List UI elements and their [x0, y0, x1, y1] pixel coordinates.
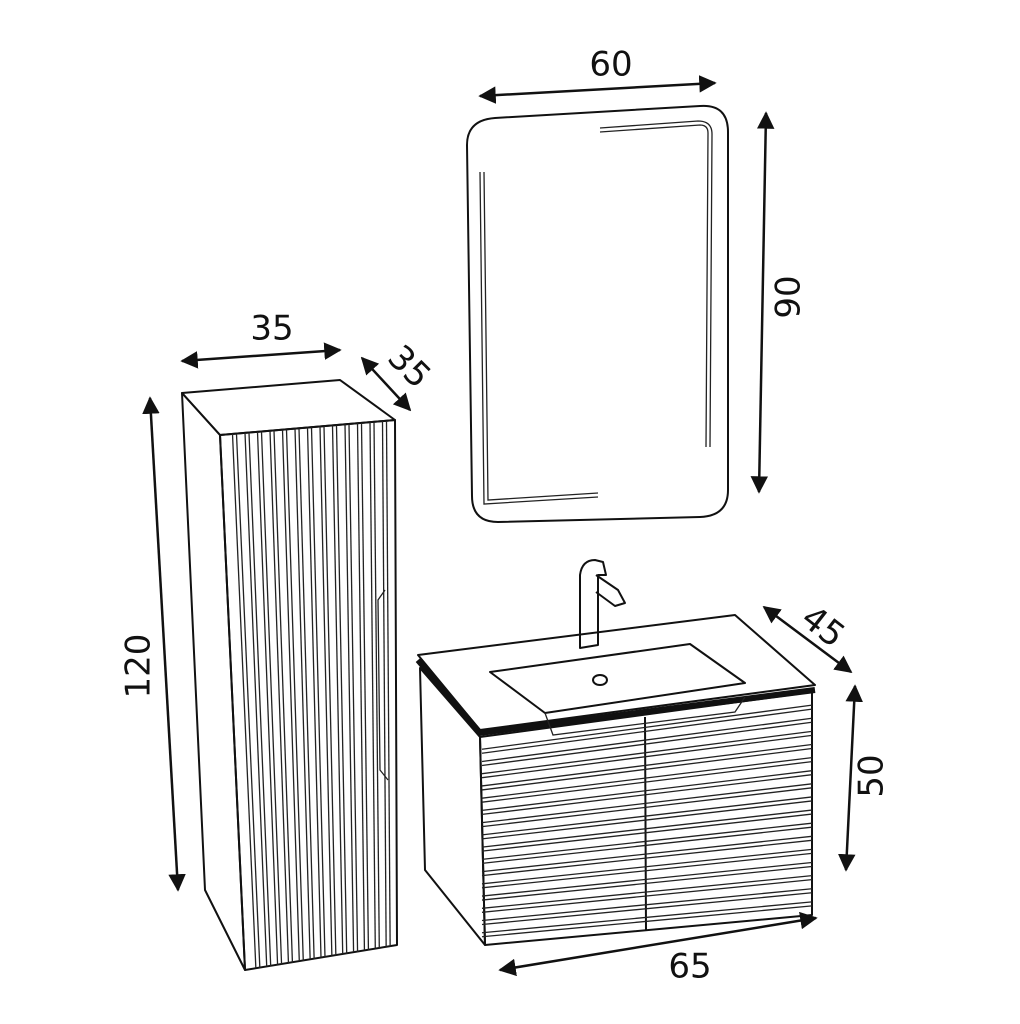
slat-line [481, 747, 813, 791]
vanity-depth-label: 45 [794, 598, 853, 656]
slat-line [481, 905, 813, 938]
groove-line [335, 425, 348, 954]
groove-line [373, 422, 380, 949]
slat-line [481, 796, 813, 836]
vanity-height-label: 50 [852, 754, 892, 797]
slat-line [481, 734, 813, 779]
groove-line [285, 429, 304, 962]
slat-line [481, 848, 813, 885]
groove-line [256, 431, 279, 965]
slat-line [481, 774, 813, 816]
slat-line [481, 826, 813, 864]
vanity-depth-arrow [762, 605, 853, 674]
groove-line [381, 421, 387, 947]
cabinet-side [181, 392, 246, 971]
slat-line [481, 787, 813, 828]
faucet-body [579, 559, 607, 649]
slat-line [481, 865, 813, 901]
slat-line [481, 861, 813, 897]
groove-line [281, 429, 300, 962]
slat-line [481, 743, 813, 787]
dimension-lines [142, 75, 863, 977]
mirror-height-label: 90 [769, 275, 809, 318]
slat-line [481, 760, 813, 803]
groove-line [369, 422, 376, 949]
led-strip-outline [479, 120, 713, 505]
led-mirror [466, 104, 729, 523]
slat-line [481, 704, 813, 750]
groove-line [344, 424, 355, 953]
groove-line [310, 427, 326, 958]
mirror-width-label: 60 [589, 45, 632, 85]
groove-line [298, 428, 315, 960]
groove-line [348, 424, 359, 953]
slat-line [481, 756, 813, 799]
door-slats [481, 704, 813, 938]
slat-line [481, 783, 813, 824]
slat-line [481, 770, 813, 812]
cabinet-handle [377, 589, 389, 781]
faucet-lever [595, 574, 626, 607]
basin-underside [544, 696, 746, 736]
drain [592, 674, 608, 686]
groove-line [235, 433, 261, 969]
mirror-width-arrow [478, 75, 717, 104]
groove-line [248, 432, 272, 967]
cabinet-width-arrow [180, 342, 342, 369]
led-strip-top-right [599, 124, 709, 448]
groove-line [323, 426, 337, 956]
slat-line [481, 839, 813, 877]
cabinet-width-label: 35 [250, 309, 293, 349]
groove-line [331, 425, 344, 954]
countertop-edge [415, 658, 816, 737]
slat-line [481, 717, 813, 763]
groove-line [273, 430, 294, 963]
slat-line [481, 813, 813, 852]
slat-line [481, 852, 813, 889]
cabinet-height-arrow [142, 396, 186, 892]
groove-line [319, 426, 333, 956]
slat-line [481, 800, 813, 840]
groove-line [269, 430, 290, 963]
vanity-height-arrow [838, 684, 863, 872]
door-split [644, 716, 647, 931]
slat-line [481, 730, 813, 775]
cabinet-front [219, 419, 398, 971]
tall-cabinet [181, 379, 398, 971]
cabinet-height-label: 120 [119, 634, 159, 699]
groove-line [244, 432, 268, 967]
slat-line [481, 875, 813, 909]
groove-line [260, 431, 283, 965]
vanity-unit [415, 559, 816, 946]
slat-line [481, 901, 813, 934]
groove-line [306, 427, 322, 958]
slat-line [481, 809, 813, 848]
vanity-width-label: 65 [668, 947, 711, 987]
cabinet-grooves [231, 421, 391, 969]
vanity-width-arrow [498, 911, 818, 977]
led-strip-bottom-left [483, 171, 599, 501]
cabinet-top [181, 379, 396, 436]
vanity-side [419, 667, 486, 946]
faucet [579, 559, 626, 649]
slat-line [481, 822, 813, 860]
groove-line [385, 421, 391, 947]
basin [489, 643, 746, 714]
slat-line [481, 888, 813, 922]
groove-line [360, 423, 370, 951]
groove-line [294, 428, 311, 960]
slat-line [481, 835, 813, 873]
slat-line [481, 721, 813, 767]
slat-line [481, 708, 813, 754]
groove-line [356, 423, 366, 951]
slat-line [481, 879, 813, 913]
groove-line [231, 433, 257, 969]
mirror-height-arrow [750, 111, 775, 494]
cabinet-depth-arrow [360, 356, 412, 412]
